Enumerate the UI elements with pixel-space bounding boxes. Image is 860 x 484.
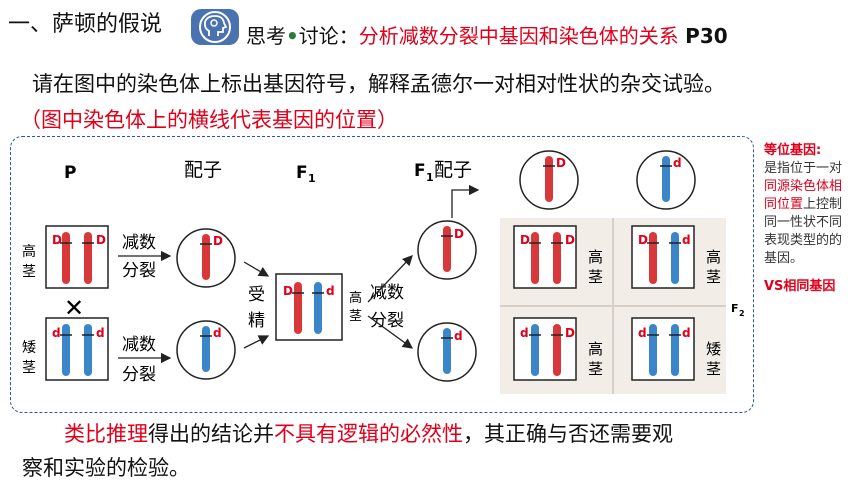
gene-d-label: d [682, 233, 691, 247]
label-tall-1: 高 [22, 243, 36, 260]
fert-label-2: 精 [248, 311, 265, 331]
head-gear-icon [191, 9, 239, 45]
gene-D-label: D [565, 326, 575, 340]
meiosis-label-5: 减数 [370, 283, 404, 303]
gene-d-label: d [52, 326, 61, 340]
gene-D-label: D [454, 227, 464, 241]
note-text: （图中染色体上的横线代表基因的位置） [20, 108, 398, 132]
f2-dwarf-2: 茎 [706, 360, 721, 378]
f2-cell-DD [513, 225, 577, 289]
chromosome-red-2 [84, 232, 92, 284]
side-note-p1: 是指位于一对 [764, 161, 843, 176]
f2-tall-6: 茎 [588, 360, 603, 378]
meiosis-label-2: 分裂 [122, 261, 156, 281]
conclusion-b: 得出的结论并 [148, 422, 274, 446]
gene-D-label: D [638, 233, 648, 247]
gene-D-label: D [213, 234, 223, 248]
heading-p: P [64, 163, 76, 183]
label-dwarf-1: 矮 [22, 340, 36, 356]
f2-cell-dD [513, 317, 577, 381]
chromosome-red-1 [62, 232, 70, 284]
gene-d-label: d [520, 326, 529, 340]
parent-dwarf-box [45, 317, 109, 381]
meiosis-label-6: 分裂 [370, 311, 404, 331]
heading-f1g-sub: 1 [426, 171, 434, 184]
gene-d-label: d [682, 326, 691, 340]
gene-d-label: d [638, 326, 647, 340]
gene-d-label: d [96, 326, 105, 340]
conclusion-a: 类比推理 [64, 422, 148, 446]
gene-D-label: D [556, 156, 566, 170]
heading-f1-gamete: 配子 [434, 159, 472, 181]
label-dwarf-2: 茎 [22, 360, 36, 376]
f2-cell-Dd [631, 225, 695, 289]
discussion-topic: 分析减数分裂中基因和染色体的关系 [358, 24, 679, 48]
gene-D-label: D [565, 233, 575, 247]
think-label: 思考 [246, 24, 286, 48]
discussion-heading: 思考•讨论：分析减数分裂中基因和染色体的关系 P30 [246, 20, 728, 49]
f1-tall-2: 茎 [349, 309, 362, 324]
side-note-vs: VS相同基因 [764, 279, 836, 294]
heading-gamete: 配子 [184, 159, 222, 181]
label-tall-2: 茎 [22, 264, 36, 280]
f2-tall-5: 高 [588, 340, 603, 358]
side-note-p2: 同源染色体相同位置 [764, 179, 843, 212]
gene-d-label: d [454, 329, 463, 343]
f2-label: F [731, 302, 739, 315]
conclusion-line-1: 类比推理得出的结论并不具有逻辑的必然性，其正确与否还需要观 [64, 418, 673, 448]
cross-symbol: ✕ [64, 294, 84, 322]
f2-tall-2: 茎 [588, 268, 603, 286]
f2-dwarf-1: 矮 [706, 340, 721, 358]
f1-tall-1: 高 [349, 290, 362, 306]
gene-d-label: d [673, 156, 682, 170]
diagram-frame [10, 136, 754, 413]
conclusion-line-2: 察和实验的检验。 [22, 456, 190, 480]
heading-f1-sub: 1 [308, 172, 316, 185]
cross-diagram: P 配子 F 1 F 1 配子 D D 高 茎 ✕ d d 矮 茎 减数 分裂 … [22, 150, 745, 394]
gene-d-label: d [213, 326, 222, 340]
instruction-text: 请在图中的染色体上标出基因符号，解释孟德尔一对相对性状的杂交试验。 [32, 72, 725, 96]
gene-D-label: D [283, 284, 293, 298]
f2-sub: 2 [739, 309, 745, 318]
gene-D-label: D [96, 233, 106, 247]
meiosis-label-1: 减数 [122, 233, 156, 253]
f2-tall-3: 高 [706, 248, 721, 266]
chromosome-blue-2 [84, 324, 92, 376]
section-title: 一、萨顿的假说 [8, 12, 163, 37]
gene-D-label: D [52, 233, 62, 247]
discuss-label: 讨论： [298, 24, 359, 48]
page-ref: P30 [685, 24, 728, 48]
meiosis-label-3: 减数 [122, 335, 156, 355]
fert-label-1: 受 [248, 285, 265, 305]
bullet-dot: • [286, 24, 299, 48]
heading-f1: F [296, 163, 308, 183]
meiosis-label-4: 分裂 [122, 365, 156, 385]
f2-tall-1: 高 [588, 248, 603, 266]
conclusion-d: ，其正确与否还需要观 [463, 422, 673, 446]
side-note-p3: 上控制同一性状不同表现类型的的基因。 [764, 197, 843, 266]
parent-tall-box [45, 225, 109, 289]
side-note-title: 等位基因: [764, 143, 822, 158]
gene-D-label: D [520, 233, 530, 247]
conclusion-c: 不具有逻辑的必然性 [274, 422, 463, 446]
gene-d-label: d [326, 284, 335, 298]
heading-f1g-f: F [414, 161, 426, 181]
f2-cell-dd [631, 317, 695, 381]
side-note: 等位基因: 是指位于一对同源染色体相同位置上控制同一性状不同表现类型的的基因。 … [764, 142, 854, 296]
f2-tall-4: 茎 [706, 268, 721, 286]
f1-box [275, 273, 343, 341]
chromosome-blue-1 [62, 324, 70, 376]
